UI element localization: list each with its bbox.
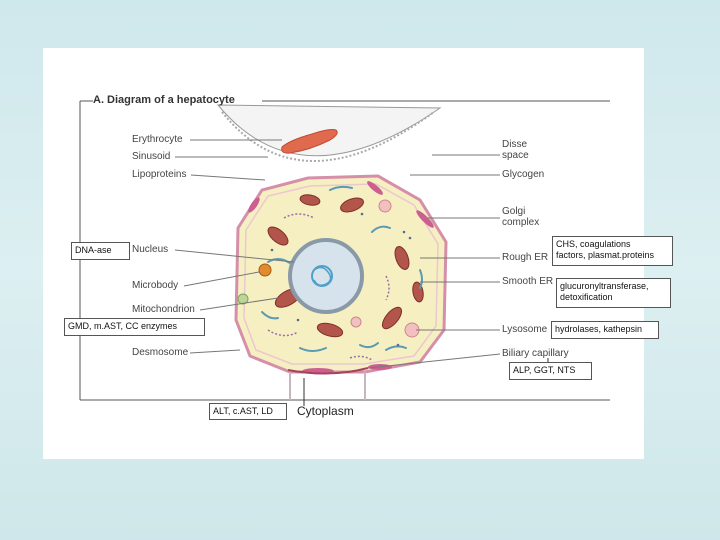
mitochondria: [267, 194, 424, 338]
label-golgi-line1: Golgi: [502, 206, 526, 217]
annotation-alt: ALT, c.AST, LD: [209, 403, 287, 420]
glycogen-3: [296, 318, 300, 322]
mitochondrion-5: [340, 197, 364, 213]
label-disse-line1: Disse: [502, 139, 528, 150]
er-strand-2: [371, 225, 391, 233]
label-biliary-capillary: Biliary capillary: [502, 348, 569, 359]
label-golgi-complex: Golgi complex: [502, 206, 539, 228]
mitochondrion-2: [316, 322, 344, 338]
glycogen-granules: [270, 212, 412, 347]
sinusoid-wall: [221, 111, 435, 162]
label-desmosome: Desmosome: [132, 347, 189, 358]
vesicle-1: [237, 293, 249, 305]
annotation-alp: ALP, GGT, NTS: [509, 362, 592, 380]
label-disse-line2: space: [502, 150, 529, 161]
annotation-glucuronyl-line2: detoxification: [560, 292, 613, 302]
annotation-glucuronyltransferase: glucuronyltransferase, detoxification: [556, 278, 671, 308]
right-leaders: [367, 154, 501, 369]
label-mitochondrion: Mitochondrion: [132, 304, 195, 315]
annotation-dna-ase: DNA-ase: [71, 242, 130, 260]
annotation-chs-line1: CHS, coagulations: [556, 239, 631, 249]
leader-microbody: [183, 271, 260, 287]
label-microbody: Microbody: [132, 280, 179, 291]
er-strand-8: [359, 342, 379, 349]
diagram-title: A. Diagram of a hepatocyte: [93, 94, 235, 106]
cell-membrane-inner: [243, 183, 439, 365]
mitochondrion-6: [267, 226, 289, 246]
glycogen-2: [408, 236, 412, 240]
lower-cell-boundary: [289, 372, 366, 400]
er-strand-3: [299, 347, 327, 352]
rough-er: [267, 213, 390, 361]
label-golgi-line2: complex: [502, 217, 540, 228]
annotation-chs: CHS, coagulations factors, plasmat.prote…: [552, 236, 673, 266]
annotation-hydrolases: hydrolases, kathepsin: [551, 321, 659, 339]
glycogen-1: [402, 230, 406, 234]
mitochondrion-7: [299, 194, 321, 206]
leader-mitochondrion: [199, 297, 279, 311]
golgi-bar-3: [248, 197, 260, 213]
leader-desmosome: [189, 349, 241, 354]
leader-lipoproteins: [190, 174, 266, 181]
glycogen-6: [396, 343, 400, 347]
vesicle-3: [378, 199, 392, 213]
rough-er-strand-3: [267, 329, 299, 337]
annotation-cytoplasm: Cytoplasm: [297, 404, 354, 418]
er-strand-6: [419, 269, 423, 289]
microbody: [258, 263, 272, 277]
label-lipoproteins: Lipoproteins: [132, 169, 187, 180]
label-disse-space: Disse space: [502, 139, 529, 161]
er-strand-4: [385, 345, 407, 351]
annotation-chs-line2: factors, plasmat.proteins: [556, 250, 655, 260]
label-glycogen: Glycogen: [502, 169, 545, 180]
leader-nucleus: [174, 249, 295, 263]
biliary-canaliculus: [287, 367, 369, 375]
annotation-gmd: GMD, m.AST, CC enzymes: [64, 318, 205, 336]
golgi-bar-1: [416, 210, 434, 228]
nucleus: [288, 238, 364, 314]
label-rough-er: Rough ER: [502, 252, 549, 263]
glycogen-5: [360, 212, 364, 216]
glycogen-4: [270, 248, 274, 252]
label-smooth-er: Smooth ER: [502, 276, 554, 287]
rough-er-strand-4: [349, 355, 373, 361]
leader-biliary: [367, 353, 501, 369]
left-leaders: [174, 139, 295, 354]
label-erythrocyte: Erythrocyte: [132, 134, 183, 145]
mitochondrion-4: [394, 246, 410, 270]
vesicle-2: [350, 316, 362, 328]
nucleolus: [313, 266, 332, 287]
rough-er-strand-2: [385, 275, 390, 301]
label-nucleus: Nucleus: [132, 244, 169, 255]
erythrocyte: [281, 129, 338, 154]
er-strand-5: [329, 185, 353, 191]
label-sinusoid: Sinusoid: [132, 151, 171, 162]
label-lysosome: Lysosome: [502, 324, 548, 335]
mitochondrion-3: [381, 306, 403, 330]
annotation-glucuronyl-line1: glucuronyltransferase,: [560, 281, 649, 291]
golgi-bar-2: [367, 181, 383, 195]
er-strand-7: [261, 311, 279, 320]
rough-er-strand-1: [283, 213, 315, 219]
